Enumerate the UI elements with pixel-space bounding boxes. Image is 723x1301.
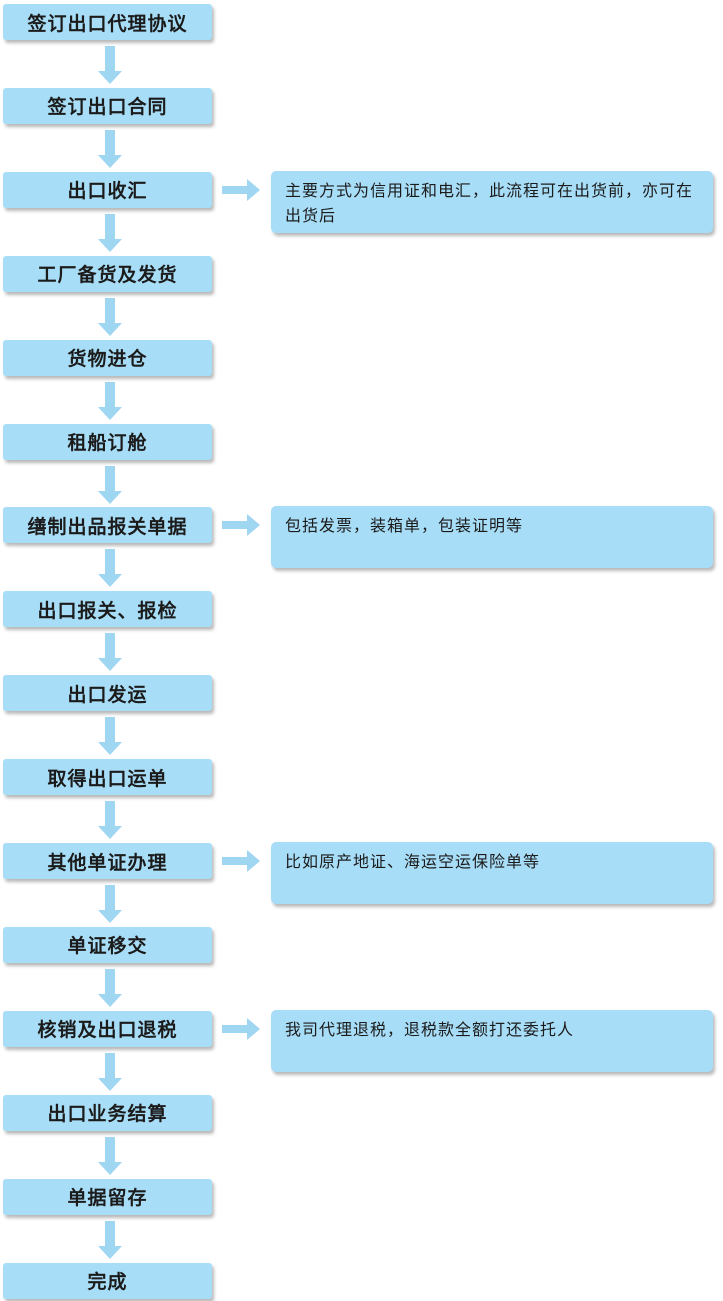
process-step: 其他单证办理 xyxy=(3,843,212,879)
down-arrow-icon xyxy=(98,465,122,504)
down-arrow-icon xyxy=(98,213,122,252)
process-step: 签订出口合同 xyxy=(3,87,212,124)
process-step-label: 签订出口合同 xyxy=(47,96,168,119)
process-step-label: 核销及出口退税 xyxy=(37,1019,178,1042)
down-arrow-icon xyxy=(98,549,122,588)
process-step-label: 货物进仓 xyxy=(67,348,148,371)
process-note-text: 我司代理退税，退税款全额打还委托人 xyxy=(285,1019,575,1039)
right-arrow-icon xyxy=(222,514,260,537)
process-step-label: 其他单证办理 xyxy=(47,851,168,874)
process-step-label: 出口业务结算 xyxy=(47,1103,168,1126)
down-arrow-icon xyxy=(98,129,122,168)
down-arrow-icon xyxy=(98,717,122,756)
process-step: 单证移交 xyxy=(3,926,212,963)
process-note-text: 比如原产地证、海运空运保险单等 xyxy=(285,852,541,871)
down-arrow-icon xyxy=(98,885,122,923)
process-note-box: 包括发票，装箱单，包装证明等 xyxy=(271,506,713,569)
process-step: 核销及出口退税 xyxy=(3,1010,212,1047)
process-step-label: 出口报关、报检 xyxy=(37,599,178,622)
process-step-label: 出口发运 xyxy=(67,683,148,706)
process-step-label: 取得出口运单 xyxy=(47,767,168,790)
process-step: 签订出口代理协议 xyxy=(3,4,212,40)
process-note-box: 主要方式为信用证和电汇，此流程可在出货前，亦可在出货后 xyxy=(271,170,713,233)
right-arrow-icon xyxy=(222,850,260,872)
down-arrow-icon xyxy=(98,1220,122,1259)
process-step: 租船订舱 xyxy=(3,423,212,460)
down-arrow-icon xyxy=(98,1136,122,1175)
process-note-box: 比如原产地证、海运空运保险单等 xyxy=(271,842,713,904)
process-step: 取得出口运单 xyxy=(3,759,212,796)
down-arrow-icon xyxy=(98,968,122,1007)
process-step: 单据留存 xyxy=(3,1178,212,1215)
down-arrow-icon xyxy=(98,633,122,672)
process-step: 出口业务结算 xyxy=(3,1094,212,1131)
process-step-label: 完成 xyxy=(87,1271,128,1293)
process-step: 缮制出品报关单据 xyxy=(3,507,212,544)
process-step-label: 出口收汇 xyxy=(67,180,148,203)
right-arrow-icon xyxy=(222,1017,260,1040)
down-arrow-icon xyxy=(98,1052,122,1091)
right-arrow-icon xyxy=(222,178,260,201)
down-arrow-icon xyxy=(98,297,122,336)
process-step: 出口报关、报检 xyxy=(3,591,212,628)
process-step: 完成 xyxy=(3,1262,212,1299)
process-step-label: 工厂备货及发货 xyxy=(37,264,178,287)
process-note-box: 我司代理退税，退税款全额打还委托人 xyxy=(271,1009,713,1072)
down-arrow-icon xyxy=(98,381,122,420)
process-step: 货物进仓 xyxy=(3,339,212,376)
process-step: 出口发运 xyxy=(3,675,212,712)
process-step-label: 单证移交 xyxy=(67,935,148,958)
down-arrow-icon xyxy=(98,46,122,84)
process-step: 工厂备货及发货 xyxy=(3,255,212,292)
process-step-label: 租船订舱 xyxy=(67,432,148,454)
process-step: 出口收汇 xyxy=(3,171,212,208)
down-arrow-icon xyxy=(98,801,122,840)
process-step-label: 签订出口代理协议 xyxy=(27,12,188,35)
process-step-label: 单据留存 xyxy=(67,1187,148,1210)
process-note-text: 包括发票，装箱单，包装证明等 xyxy=(285,516,524,536)
process-note-text: 主要方式为信用证和电汇，此流程可在出货前，亦可在出货后 xyxy=(285,180,694,225)
process-step-label: 缮制出品报关单据 xyxy=(27,515,188,538)
